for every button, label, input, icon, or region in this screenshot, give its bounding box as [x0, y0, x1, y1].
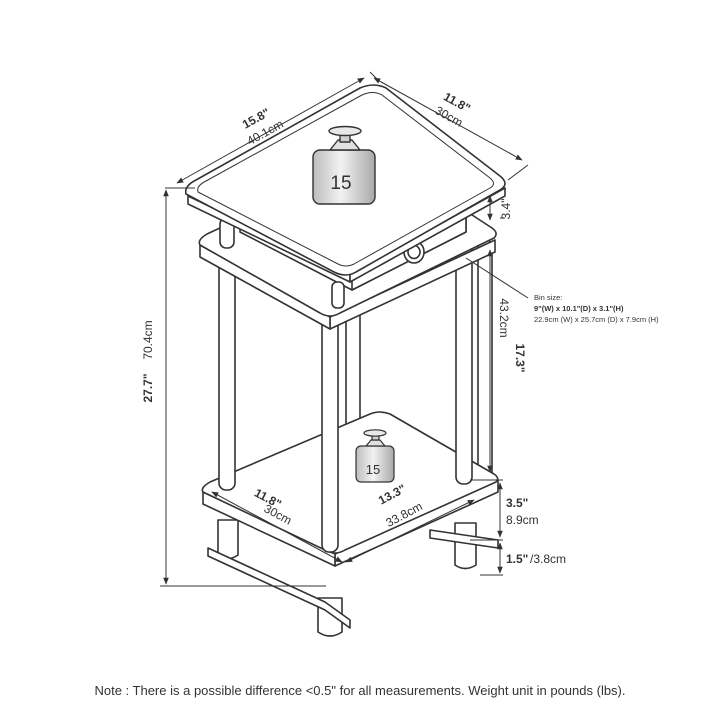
- dim-line-top-depth: [373, 77, 523, 161]
- bin-size-title: Bin size:: [534, 293, 562, 302]
- total-height-cm: 70.4cm: [141, 320, 155, 359]
- bin-size-callout: Bin size: 9"(W) x 10.1"(D) x 3.1"(H) 22.…: [534, 293, 659, 324]
- side-table-drawing: [184, 84, 506, 637]
- bin-size-metric: 22.9cm (W) x 25.7cm (D) x 7.9cm (H): [534, 315, 659, 324]
- dim-line-bottom-depth: [211, 491, 343, 563]
- weight-icon-bottom: [355, 429, 395, 483]
- bin-size-imperial: 9"(W) x 10.1"(D) x 3.1"(H): [534, 304, 624, 313]
- weight-bottom-label: 15: [366, 462, 380, 477]
- bottom-shelf: [201, 411, 499, 567]
- total-height-inch: 27.7": [141, 373, 155, 402]
- lower-gap-inch: 3.5": [506, 496, 528, 510]
- dim-line-top-width: [176, 77, 365, 184]
- weight-top-label: 15: [330, 173, 351, 194]
- bin-leader-line: [465, 257, 529, 299]
- measurement-note: Note : There is a possible difference <0…: [94, 683, 626, 698]
- dim-line-bottom-width: [345, 499, 475, 563]
- shelf-gap-inch: 17.3": [513, 343, 527, 372]
- foot-height-cm: /3.8cm: [530, 552, 566, 566]
- drawer-height-inch: 3.4": [499, 199, 513, 220]
- shelf-gap-cm: 43.2cm: [497, 298, 511, 337]
- foot-height-inch: 1.5": [506, 552, 528, 566]
- lower-gap-cm: 8.9cm: [506, 513, 539, 527]
- dimension-lines: [160, 71, 529, 587]
